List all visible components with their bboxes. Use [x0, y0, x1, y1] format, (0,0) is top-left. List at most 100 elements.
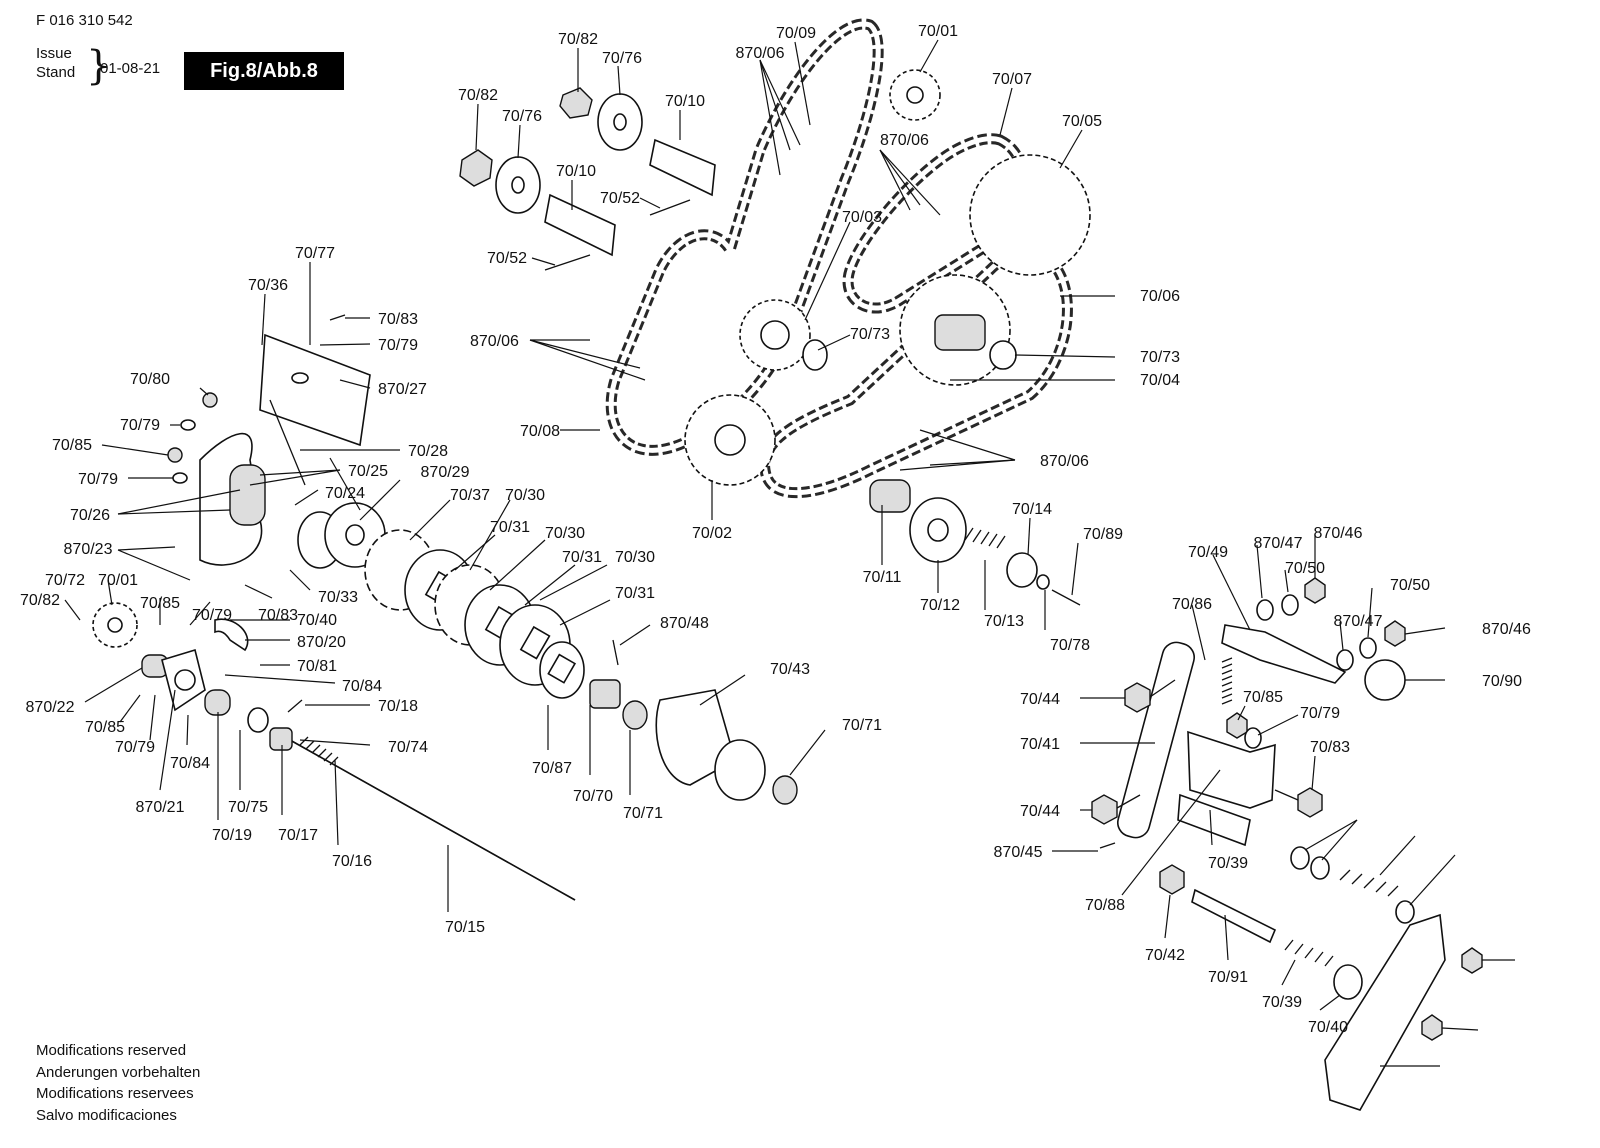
bush-70-35-a: [622, 700, 648, 730]
rod-70-28: [269, 399, 306, 486]
callout-70-76-top: 70/76: [602, 50, 642, 67]
callout-70-28: 70/28: [408, 443, 448, 460]
callout-70-43: 70/86: [1172, 596, 1212, 613]
collar-70-33: [589, 679, 621, 709]
note-es: Salvo modificaciones: [36, 1106, 177, 1124]
callout-870-45: 70/39: [1208, 855, 1248, 872]
bolt-70-86-a: [1124, 682, 1151, 713]
washer-70-78: [1036, 574, 1050, 590]
plate-870-27: [259, 333, 371, 447]
bracket-870-46: [1187, 730, 1276, 809]
callout-70-83-right: 70/83: [1310, 739, 1350, 756]
callout-870-23: 870/23: [64, 541, 113, 558]
washer-70-71-a: [1256, 599, 1274, 621]
callout-70-14: 70/14: [1012, 501, 1052, 518]
callout-70-24: 70/24: [325, 485, 365, 502]
callout-70-11: 70/11: [863, 569, 902, 586]
bolt-70-83-b: [1297, 787, 1323, 818]
callout-70-32: 70/87: [532, 760, 572, 777]
callout-70-71-a: 870/47: [1254, 535, 1303, 552]
sprocket-70-05: [969, 154, 1091, 276]
nut-70-91-b: [1421, 1014, 1443, 1041]
callout-870-20: 870/20: [297, 634, 346, 651]
shaft-group-70-10: [459, 87, 716, 271]
leader-lines: [64, 39, 1515, 1067]
issue-label: Issue: [36, 45, 72, 62]
callout-870-21: 870/21: [136, 799, 185, 816]
cam-870-20: [214, 618, 249, 652]
callout-70-16: 70/16: [332, 853, 372, 870]
callout-70-77: 70/77: [295, 245, 335, 262]
callout-70-50: 870/45: [994, 844, 1043, 861]
callout-70-35-b: 70/71: [623, 805, 663, 822]
lever-870-48: [1221, 624, 1347, 684]
callout-70-37: 70/37: [450, 487, 490, 504]
callout-70-79-e: 70/79: [1300, 705, 1340, 722]
callout-70-82-top: 70/82: [558, 31, 598, 48]
callout-labels: 70/82 70/76 70/10 70/82 70/76 70/10 70/5…: [20, 23, 1531, 1036]
callout-870-06-d: 870/06: [1040, 453, 1089, 470]
callout-70-79-a: 70/79: [120, 417, 160, 434]
callout-870-06-a: 870/06: [736, 45, 785, 62]
bush-70-35-b: [772, 775, 798, 805]
callout-70-82: 70/82: [458, 87, 498, 104]
pin-70-50: [1099, 842, 1116, 849]
left-bracket-assembly: [92, 314, 371, 733]
callout-70-07: 70/07: [992, 71, 1032, 88]
bolt-70-44: [1191, 888, 1277, 944]
callout-870-46: 70/88: [1085, 897, 1125, 914]
washer-70-87-a: [1281, 594, 1299, 616]
callout-70-26: 70/26: [70, 507, 110, 524]
bush-70-40-b: [1333, 964, 1363, 1000]
callout-70-31-b: 70/31: [562, 549, 602, 566]
strap-870-47: [1117, 641, 1195, 839]
callout-870-27: 870/27: [378, 381, 427, 398]
spring-70-13: [964, 527, 1006, 549]
callout-70-80: 70/80: [130, 371, 170, 388]
note-de: Anderungen vorbehalten: [36, 1063, 201, 1081]
spring-70-41: [1284, 939, 1334, 967]
callout-70-52: 70/52: [487, 250, 527, 267]
callout-70-78: 70/78: [1050, 637, 1090, 654]
callout-70-40-left: 70/40: [297, 612, 337, 629]
nut-70-70-b: [1384, 620, 1406, 647]
callout-70-81: 70/81: [297, 658, 337, 675]
nut-70-70-a: [1304, 577, 1326, 604]
callout-70-10-top: 70/10: [665, 93, 705, 110]
callout-70-76: 70/76: [502, 108, 542, 125]
nut-70-80: [202, 392, 218, 408]
brace-symbol: }: [86, 43, 112, 89]
callout-70-13: 70/13: [984, 613, 1024, 630]
nut-70-85-b: [1226, 712, 1248, 739]
callout-870-06-b: 870/06: [880, 132, 929, 149]
washer-70-79-c: [1244, 727, 1262, 749]
callout-70-85-a: 70/85: [52, 437, 92, 454]
chain-loop-70-09: [605, 18, 884, 456]
spring-70-16: [299, 736, 339, 766]
bolt-70-89: [1051, 589, 1081, 606]
callout-70-73-b: 70/73: [1140, 349, 1180, 366]
callout-70-03: 70/03: [842, 209, 882, 226]
footer-notes: Modifications reserved Anderungen vorbeh…: [36, 1040, 200, 1126]
nut-70-85-a: [167, 447, 183, 463]
callout-70-30-b: 70/30: [545, 525, 585, 542]
clutch-disc-stack: [269, 502, 798, 901]
hub-70-04: [934, 314, 986, 351]
pin-70-38: [612, 639, 619, 666]
callout-70-83-left: 70/83: [258, 607, 298, 624]
washer-70-87-b: [1359, 637, 1377, 659]
callout-70-85-b: 70/85: [140, 595, 180, 612]
callout-70-15: 70/15: [445, 919, 485, 936]
bearing-70-19: [204, 689, 231, 716]
callout-70-38: 870/48: [660, 615, 709, 632]
callout-70-19: 70/19: [212, 827, 252, 844]
issue-stand-labels: Issue Stand: [36, 44, 75, 82]
callout-70-35-a: 70/71: [842, 717, 882, 734]
callout-70-87-b: 70/50: [1390, 577, 1430, 594]
callout-70-41: 70/39: [1262, 994, 1302, 1011]
note-fr: Modifications reservees: [36, 1085, 194, 1102]
callout-70-83-top: 70/83: [378, 311, 418, 328]
callout-70-72: 70/72: [45, 572, 85, 589]
callout-70-01-top: 70/01: [918, 23, 958, 40]
callout-70-18: 70/18: [378, 698, 418, 715]
